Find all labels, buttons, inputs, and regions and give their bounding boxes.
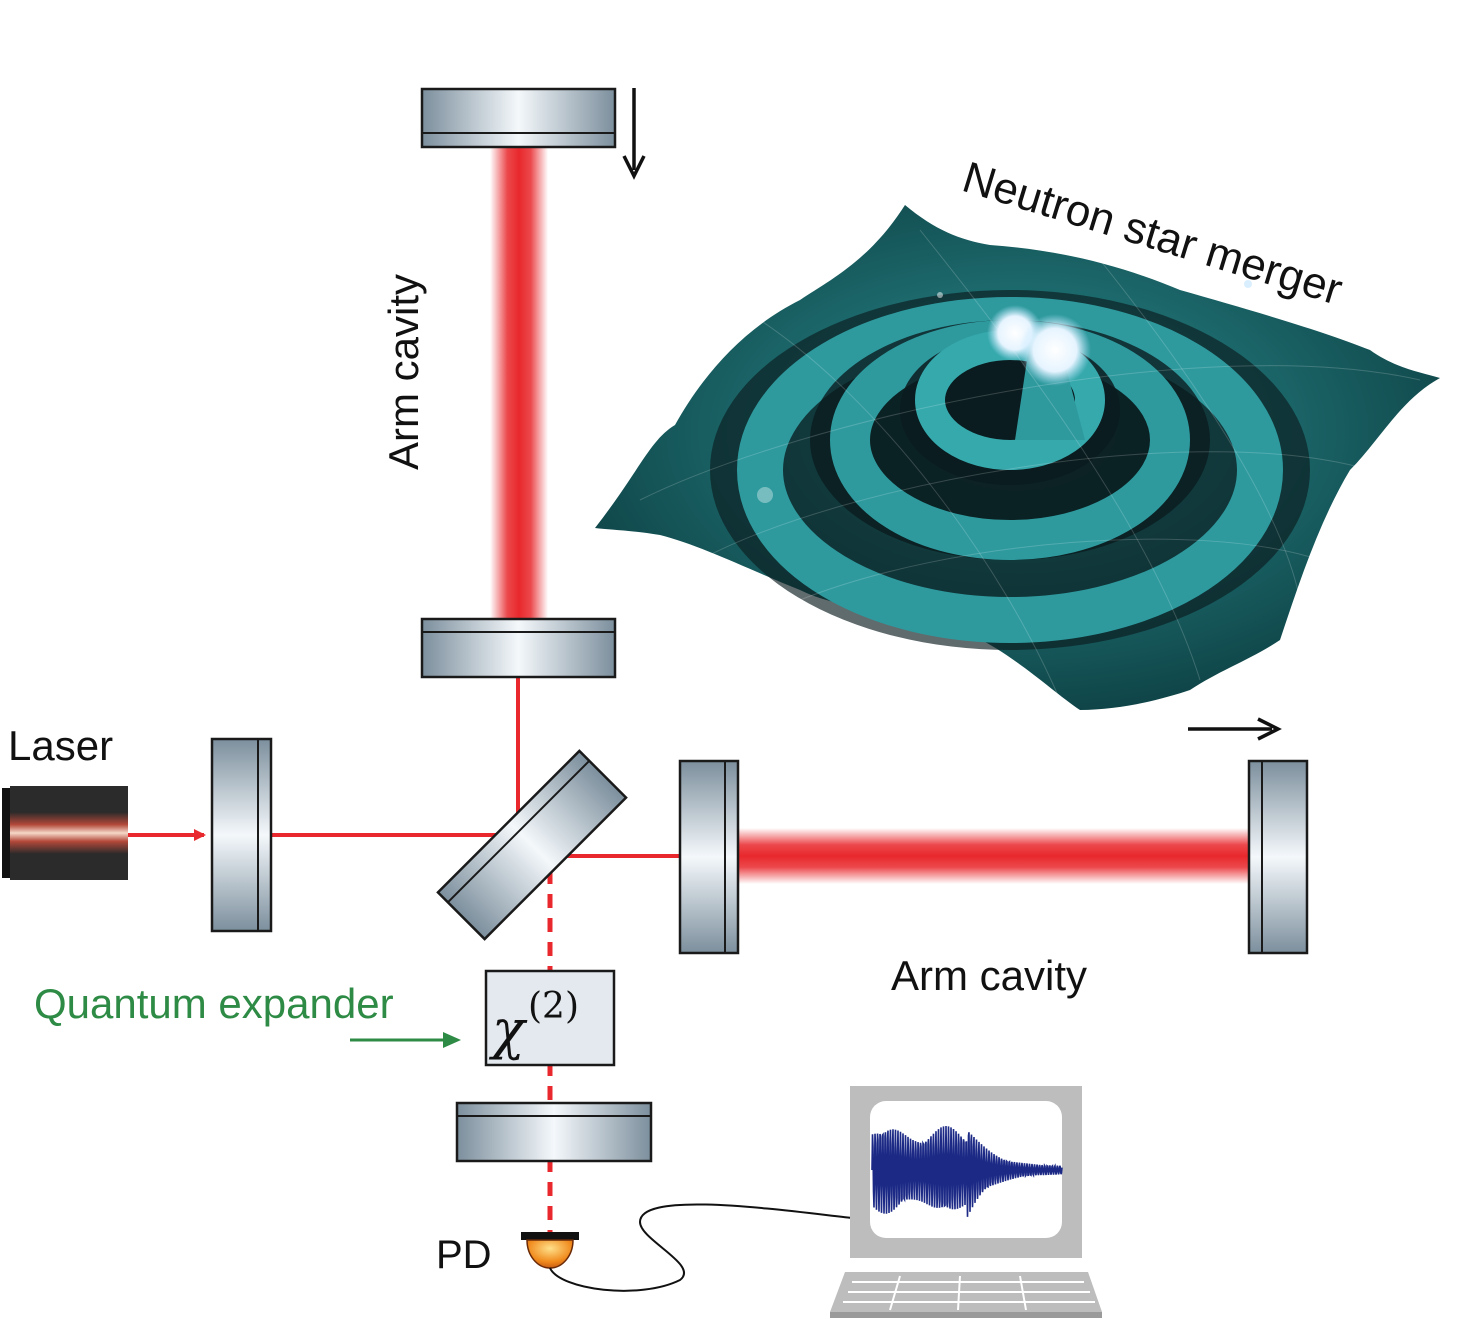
- chi-symbol: χ: [488, 998, 528, 1061]
- down-arrow-icon: [622, 88, 646, 180]
- background-star: [757, 487, 773, 503]
- background-star: [1244, 280, 1252, 288]
- pd-label: PD: [436, 1233, 492, 1277]
- mirror-right-end: [1247, 759, 1309, 955]
- right-arrow-icon: [1188, 717, 1282, 741]
- horizontal-arm-beam: [738, 828, 1250, 884]
- beam-paths: [128, 147, 1250, 1232]
- mirror-right-input: [678, 759, 740, 955]
- chi-superscript: (2): [528, 986, 579, 1027]
- chi2-crystal: [484, 969, 616, 1067]
- laser-source-icon: [2, 786, 128, 880]
- signal-recycling-mirror: [455, 1101, 653, 1163]
- neutron-star-merger-illustration: [595, 205, 1440, 710]
- detector-cable: [549, 1203, 853, 1292]
- mirror-top-end: [420, 87, 617, 149]
- arm-cavity-horizontal-label: Arm cavity: [891, 952, 1087, 999]
- power-recycling-mirror: [210, 737, 273, 933]
- arm-cavity-vertical-label: Arm cavity: [380, 274, 427, 470]
- mirror-top-input: [420, 617, 617, 679]
- background-star: [937, 292, 943, 298]
- quantum-expander-arrow-icon: [350, 1032, 461, 1048]
- vertical-arm-beam: [490, 147, 548, 619]
- waveform-trace: [871, 1125, 1063, 1217]
- neutron-star-2: [1019, 314, 1091, 386]
- laptop-icon: [830, 1086, 1102, 1318]
- laser-label: Laser: [8, 722, 113, 769]
- photodetector-icon: [521, 1232, 579, 1269]
- beamsplitter: [436, 749, 628, 941]
- quantum-expander-label: Quantum expander: [34, 980, 394, 1027]
